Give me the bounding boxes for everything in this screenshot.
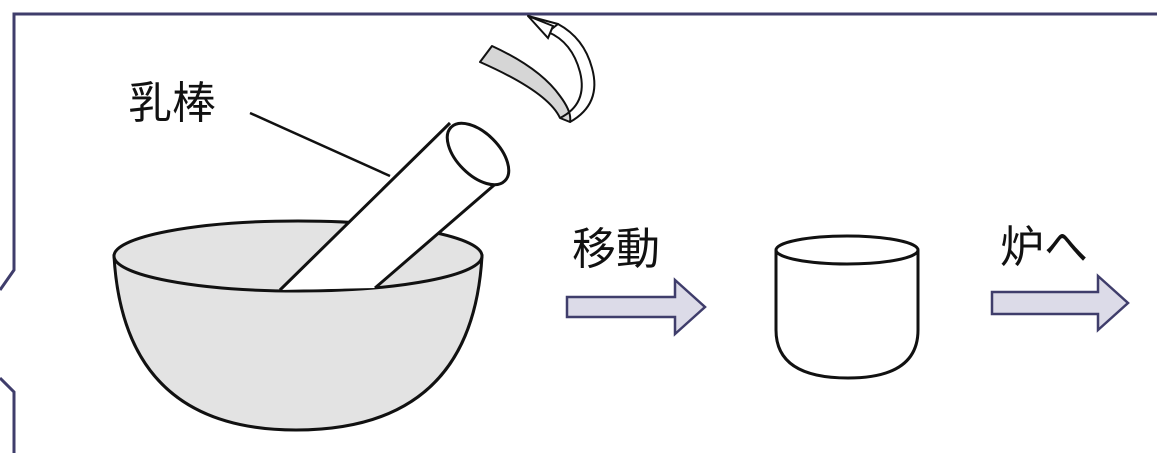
crucible bbox=[774, 234, 920, 380]
move-label: 移動 bbox=[572, 224, 660, 275]
furnace-arrow bbox=[990, 273, 1130, 333]
to-furnace-label: 炉へ bbox=[1000, 222, 1088, 273]
frame-border bbox=[0, 12, 1157, 453]
pestle-label: 乳棒 bbox=[128, 78, 216, 129]
pestle-leader-line bbox=[249, 111, 391, 178]
move-arrow bbox=[565, 277, 707, 337]
mortar-bowl bbox=[112, 219, 484, 432]
pestle bbox=[278, 121, 511, 292]
rotation-arrow-icon bbox=[479, 15, 596, 123]
